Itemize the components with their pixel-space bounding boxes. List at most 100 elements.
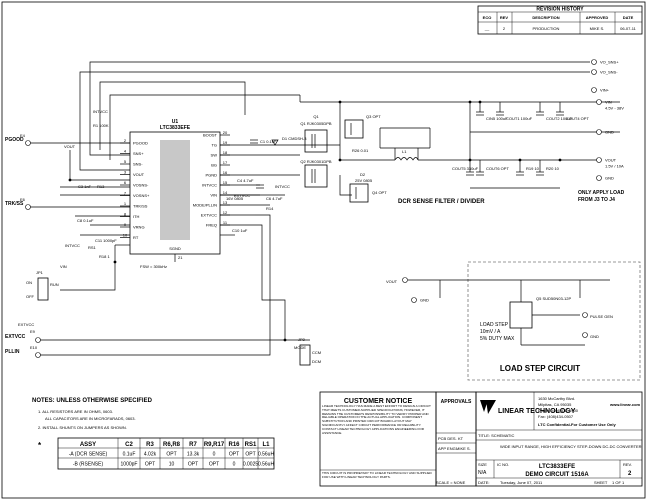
ic-pin-num: 8 bbox=[124, 212, 127, 217]
wiring bbox=[30, 61, 620, 356]
ic-sgnd-label: SGND bbox=[169, 246, 181, 251]
r12-label: R14 bbox=[266, 206, 274, 211]
junction-dots bbox=[68, 100, 562, 342]
note-1b: ALL CAPACITORS ARE IN MICROFARADS, 0603. bbox=[45, 416, 136, 421]
voltage-16v: 16V 0805 bbox=[226, 196, 244, 201]
assy-cell: 0.56uH bbox=[258, 462, 275, 468]
terminal-label: VIN bbox=[605, 100, 612, 105]
ic-pin-name: PGOOD bbox=[133, 141, 148, 146]
notes-block: NOTES: UNLESS OTHERWISE SPECIFIED 1. ALL… bbox=[32, 398, 153, 430]
pulse-gen-terminal bbox=[582, 312, 588, 318]
dcr-filter-label: DCR SENSE FILTER / DIVIDER bbox=[398, 199, 485, 205]
ic-pin-num: 4 bbox=[124, 149, 127, 154]
diode-d1 bbox=[271, 139, 279, 146]
address-2: Milpitas, CA 95035 bbox=[538, 402, 572, 407]
ic-pin-num: 3 bbox=[124, 170, 127, 175]
ic-pin-num: 5 bbox=[124, 159, 127, 164]
demo-circuit: DEMO CIRCUIT 1516A bbox=[525, 472, 589, 478]
assy-cell: 4.02k bbox=[144, 452, 157, 458]
terminal-label: 4.5V - 38V bbox=[605, 106, 624, 111]
assy-cell: OPT bbox=[209, 462, 219, 468]
customer-notice: CUSTOMER NOTICE LINEAR TECHNOLOGY HAS MA… bbox=[319, 391, 437, 487]
q2-part: Q2 RJK0301DPB bbox=[300, 159, 331, 164]
load-vout-label: VOUT bbox=[386, 279, 398, 284]
jp1-off: OFF bbox=[26, 294, 35, 299]
r18-label: RS1 bbox=[88, 245, 97, 250]
terminal-label: GND bbox=[605, 130, 614, 135]
app-eng-label: APP ENG. bbox=[438, 446, 457, 451]
terminal-pin bbox=[596, 157, 602, 163]
sheet-of: 1 OF 1 bbox=[612, 480, 625, 485]
c4-label: C4 4.7uF bbox=[237, 178, 254, 183]
assy-header: R9,R17 bbox=[204, 442, 225, 448]
q1-part: Q1 RJK0305DPB bbox=[300, 121, 331, 126]
assy-cell: 1000pF bbox=[121, 462, 138, 468]
ic-pin-num: 14 bbox=[223, 190, 228, 195]
terminal-label: VO_SNS+ bbox=[600, 60, 619, 65]
rev-description: PRODUCTION bbox=[533, 26, 560, 31]
ic-pin-num: 15 bbox=[223, 180, 228, 185]
assy-cell: 0 bbox=[213, 452, 216, 458]
ic-pin-name: VOSNS- bbox=[133, 183, 149, 188]
assy-cell: 0 bbox=[233, 462, 236, 468]
pgood-ref: E4 bbox=[20, 133, 26, 138]
mosfets: Q1 Q1 RJK0305DPB Q2 RJK0301DPB Q3 OPT Q4… bbox=[300, 114, 387, 203]
date-value: Tuesday, June 07, 2011 bbox=[500, 480, 543, 485]
fsw-label: FSW = 300kHz bbox=[140, 264, 167, 269]
svg-text:COUT4 OPT: COUT4 OPT bbox=[566, 116, 589, 121]
jumpers: JP1 RUN ON OFF VIN JP2 MODE CCM DCM bbox=[26, 264, 321, 366]
customer-notice-title: CUSTOMER NOTICE bbox=[344, 398, 413, 405]
rev-header-description: DESCRIPTION bbox=[532, 15, 559, 20]
assy-cell: 0.56uH bbox=[258, 452, 275, 458]
ic-pin-num: 10 bbox=[123, 233, 128, 238]
r11-label: R13 bbox=[97, 184, 105, 189]
intvcc-label-left: INTVCC bbox=[65, 243, 80, 248]
terminal-pin bbox=[596, 99, 602, 105]
ic-pin-name: FREQ bbox=[206, 223, 217, 228]
assy-header: RS1 bbox=[245, 442, 257, 448]
ic-sgnd-num: 21 bbox=[178, 255, 183, 260]
svg-text:COUT6 OPT: COUT6 OPT bbox=[486, 166, 509, 171]
load-step-duty: 5% DUTY MAX bbox=[480, 336, 515, 342]
ic-pin-name: TRK/SS bbox=[133, 204, 148, 209]
fax: Fax: (408)434-0507 bbox=[538, 414, 574, 419]
assy-header: L1 bbox=[262, 442, 270, 448]
jp2-ccm: CCM bbox=[312, 350, 321, 355]
ic-pin-name: TG bbox=[211, 143, 217, 148]
ic-pin-name: VRNG bbox=[133, 225, 145, 230]
ic-pin-name: VOSNS+ bbox=[133, 193, 150, 198]
pgood-terminal bbox=[25, 140, 31, 146]
assy-cell: -A (DCR SENSE) bbox=[69, 452, 108, 458]
phone: Phone: (408)432-1900 bbox=[538, 408, 579, 413]
jp1-vin: VIN bbox=[60, 264, 67, 269]
title-label: TITLE: SCHEMATIC bbox=[478, 433, 514, 438]
terminal-pin bbox=[596, 129, 602, 135]
terminal-label: VO_SNS- bbox=[600, 70, 618, 75]
ic-pin-name: MODE/PLLIN bbox=[193, 203, 217, 208]
logo-text: LINEAR TECHNOLOGY bbox=[498, 408, 576, 415]
assy-cell: 0.0025 bbox=[243, 462, 259, 468]
load-gnd-label: GND bbox=[590, 334, 599, 339]
from-j3-label: FROM J3 TO J4 bbox=[578, 197, 615, 203]
sheet-label: SHEET bbox=[594, 480, 608, 485]
rev-header-approved: APPROVED bbox=[586, 15, 609, 20]
extvcc-label: EXTVCC bbox=[234, 193, 250, 198]
assy-header: C2 bbox=[125, 442, 133, 448]
q5-mosfet bbox=[509, 301, 533, 329]
intvcc-label-top: INTVCC bbox=[93, 109, 108, 114]
size-value: N/A bbox=[478, 470, 487, 476]
app-eng: MIKE S. bbox=[456, 446, 471, 451]
rev-number: 2 bbox=[503, 26, 506, 31]
q4-mosfet bbox=[349, 183, 369, 203]
ic-pin-name: SNS- bbox=[133, 162, 143, 167]
assy-cell: OPT bbox=[188, 462, 198, 468]
jp2-dcm: DCM bbox=[312, 359, 321, 364]
r1-label: R1 100K bbox=[93, 123, 109, 128]
svg-text:COUT1 100uF: COUT1 100uF bbox=[506, 116, 533, 121]
assy-cell: -B (RSENSE) bbox=[73, 462, 104, 468]
assy-header: R3 bbox=[146, 442, 154, 448]
q1-mosfet bbox=[304, 129, 328, 153]
rev-date: 06-07-11 bbox=[620, 26, 636, 31]
address-1: 1630 McCarthy Blvd. bbox=[538, 396, 575, 401]
